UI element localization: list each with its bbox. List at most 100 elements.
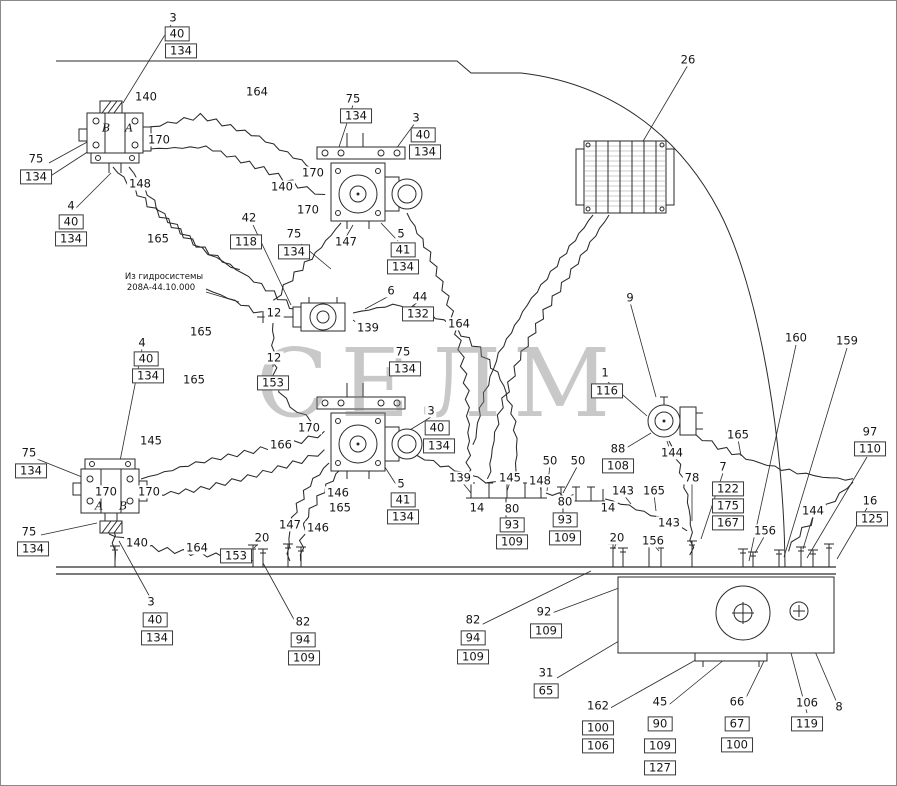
part-label: 106	[582, 738, 614, 754]
part-label: 45	[650, 694, 670, 709]
part-label: 40	[142, 612, 168, 628]
part-label: 165	[145, 231, 171, 246]
part-label: 148	[127, 176, 153, 191]
leader-line	[36, 458, 88, 480]
hose-line	[272, 222, 342, 301]
leader-line	[480, 570, 592, 626]
hose-line	[406, 212, 472, 478]
hose-line	[668, 440, 695, 556]
hose-clamp	[774, 549, 784, 567]
part-label: 82	[293, 614, 313, 629]
port-letter: А	[124, 121, 134, 135]
part-label: 134	[423, 438, 455, 454]
leader-line	[122, 24, 172, 104]
part-label: 153	[220, 548, 252, 564]
part-label: 170	[93, 484, 119, 499]
part-label: 50	[540, 453, 560, 468]
leader-line	[783, 347, 848, 558]
hose-line	[486, 214, 610, 480]
part-label: 165	[641, 483, 667, 498]
leader-line	[604, 656, 702, 712]
part-label: 160	[783, 330, 809, 345]
frame-outline	[56, 60, 836, 575]
part-label: 14	[598, 500, 618, 515]
leader-line	[72, 172, 112, 212]
part-label: 109	[288, 650, 320, 666]
part-label: 42	[239, 210, 259, 225]
part-label: 134	[389, 361, 421, 377]
part-label: 134	[55, 231, 87, 247]
part-label: 40	[133, 351, 159, 367]
part-label: 147	[277, 517, 303, 532]
part-label: 167	[712, 515, 744, 531]
part-label: 134	[278, 244, 310, 260]
part-label: 14	[467, 500, 487, 515]
part-label: 7	[717, 459, 729, 474]
part-label: 75	[19, 445, 39, 460]
leader-line	[562, 464, 579, 494]
part-label: 134	[15, 463, 47, 479]
hose-line	[205, 288, 263, 314]
leader-line	[380, 222, 399, 242]
part-label: 4	[65, 198, 77, 213]
part-label: 4	[136, 335, 148, 350]
part-label: 165	[181, 372, 207, 387]
part-label: 146	[325, 485, 351, 500]
part-label: 162	[585, 698, 611, 713]
part-label: 40	[164, 26, 190, 42]
part-label: 118	[230, 234, 262, 250]
part-label: 31	[536, 665, 556, 680]
part-label: 93	[552, 512, 578, 528]
part-label: 134	[165, 43, 197, 59]
part-label: 50	[568, 453, 588, 468]
part-label: 134	[141, 630, 173, 646]
hose-line	[142, 112, 325, 179]
part-label: 139	[355, 320, 381, 335]
part-label: 75	[343, 91, 363, 106]
mounting-plate	[617, 576, 835, 667]
part-label: 26	[678, 52, 698, 67]
leader-line	[262, 562, 298, 626]
part-label: 143	[656, 515, 682, 530]
part-label: 170	[295, 202, 321, 217]
part-label: 208А-44.10.000	[124, 283, 198, 294]
part-label: 134	[17, 541, 49, 557]
part-label: 110	[854, 441, 886, 457]
part-label: 108	[602, 458, 634, 474]
hose-line	[352, 303, 518, 480]
leader-lines	[36, 24, 868, 714]
part-label: 109	[496, 534, 528, 550]
gear-pump-small	[271, 297, 346, 332]
part-label: 109	[457, 649, 489, 665]
leader-line	[629, 301, 657, 398]
hose-clamp	[296, 546, 306, 567]
hose-clamp	[687, 540, 697, 567]
part-label: 148	[527, 473, 553, 488]
hose-line	[298, 468, 342, 562]
leader-line	[119, 348, 143, 462]
part-label: 164	[244, 84, 270, 99]
leader-line	[48, 150, 90, 178]
leader-line	[205, 291, 240, 303]
part-label: 94	[290, 632, 316, 648]
hose-clamp	[283, 543, 293, 567]
part-label: 41	[390, 242, 416, 258]
port-letter: В	[101, 121, 111, 135]
part-label: 165	[188, 324, 214, 339]
leader-line	[543, 584, 628, 617]
part-label: 92	[534, 604, 554, 619]
hose-line	[408, 452, 496, 484]
hose-clamp	[808, 549, 818, 567]
part-label: 5	[395, 226, 407, 241]
part-label: 9	[624, 290, 636, 305]
part-label: 109	[549, 530, 581, 546]
part-label: 170	[300, 165, 326, 180]
part-label: 97	[860, 424, 880, 439]
hose-clamp	[748, 551, 758, 567]
part-label: 78	[682, 470, 702, 485]
part-label: 40	[410, 127, 436, 143]
part-label: 16	[860, 493, 880, 508]
part-label: 106	[794, 695, 820, 710]
